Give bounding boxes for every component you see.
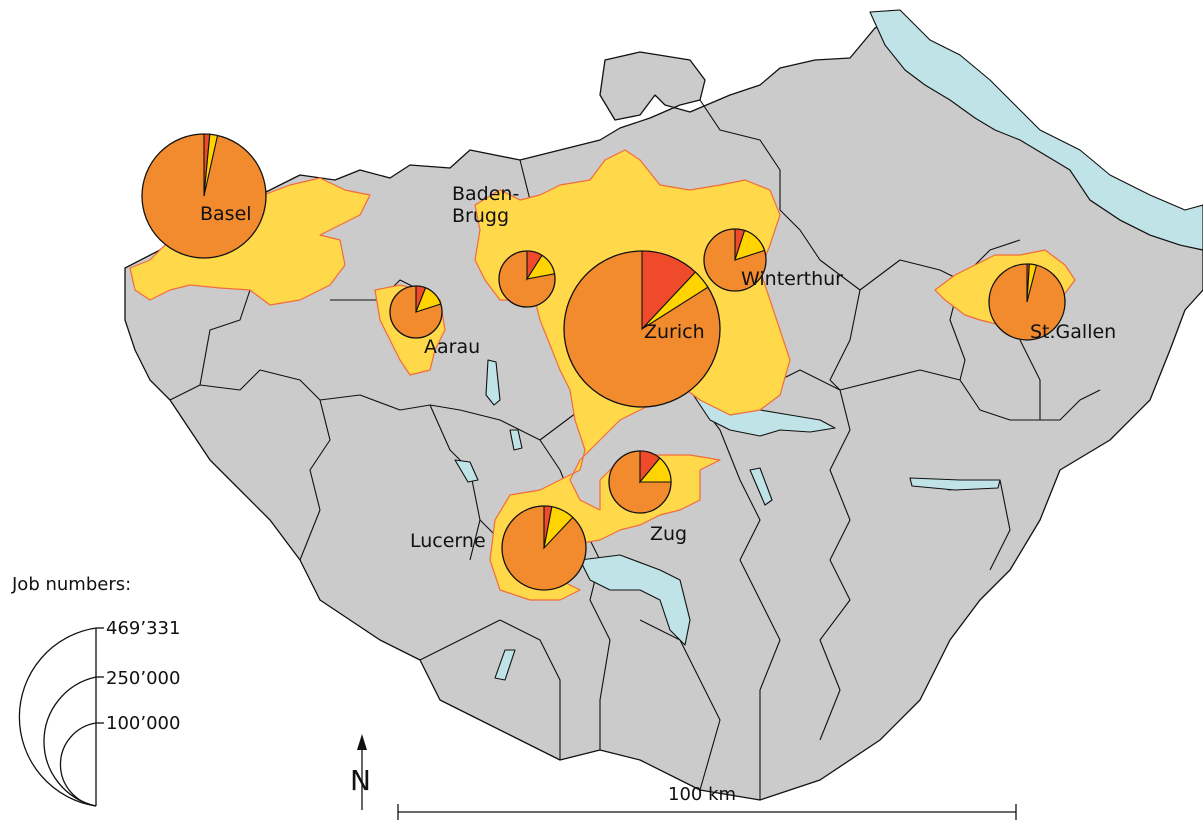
lake-lucerne <box>579 554 691 646</box>
pie-basel <box>141 133 267 259</box>
pie-st-gallen <box>988 263 1066 341</box>
label-baden: Baden- <box>452 183 519 205</box>
pie-zug <box>608 450 672 514</box>
lake-baldegg <box>509 429 523 451</box>
pie-aarau <box>389 285 443 339</box>
pie-slice-yellow <box>734 229 766 261</box>
legend-value-medium: 250’000 <box>106 668 180 689</box>
label-zurich: Zurich <box>644 321 705 343</box>
legend: Job numbers: 469’331 250’000 100’000 <box>11 574 180 807</box>
scale-bar <box>397 804 1017 820</box>
pie-slice-yellow <box>1026 263 1038 303</box>
lakes <box>454 9 1203 681</box>
lake-walen <box>909 477 1001 491</box>
pie-slice-yellow <box>415 287 442 313</box>
city-labels: Basel Baden- Brugg Aarau Zurich Winterth… <box>200 183 1116 552</box>
label-basel: Basel <box>200 203 252 225</box>
north-label: N <box>350 764 371 797</box>
north-arrow: N <box>350 734 371 810</box>
label-st-gallen: St.Gallen <box>1030 321 1116 343</box>
pie-slice-yellow <box>638 457 672 483</box>
pie-zurich <box>563 250 721 408</box>
pie-lucerne <box>501 505 587 591</box>
city-pie-charts <box>141 133 1066 591</box>
legend-circle-medium <box>43 676 97 807</box>
scale-label: 100 km <box>668 784 736 805</box>
label-lucerne: Lucerne <box>410 530 486 552</box>
pie-slice-yellow <box>641 271 709 330</box>
lake-sempach <box>454 459 479 483</box>
pie-baden-brugg <box>498 250 556 308</box>
pie-slice-yellow <box>543 506 574 550</box>
legend-title: Job numbers: <box>11 574 131 595</box>
pie-slice-yellow <box>525 254 556 280</box>
legend-value-large: 469’331 <box>106 618 180 639</box>
legend-circle-large <box>18 627 97 807</box>
lake-sarnen <box>494 649 516 681</box>
lake-hallwil <box>485 359 501 406</box>
pie-winterthur <box>703 228 767 292</box>
lake-constance <box>869 9 1203 251</box>
label-aarau: Aarau <box>424 336 480 358</box>
pie-slice-yellow <box>203 133 219 197</box>
legend-circle-small <box>59 722 97 807</box>
legend-value-small: 100’000 <box>106 713 180 734</box>
lake-aegeri <box>749 467 773 506</box>
label-winterthur: Winterthur <box>741 268 843 290</box>
label-zug: Zug <box>650 523 687 545</box>
label-brugg: Brugg <box>452 205 509 227</box>
